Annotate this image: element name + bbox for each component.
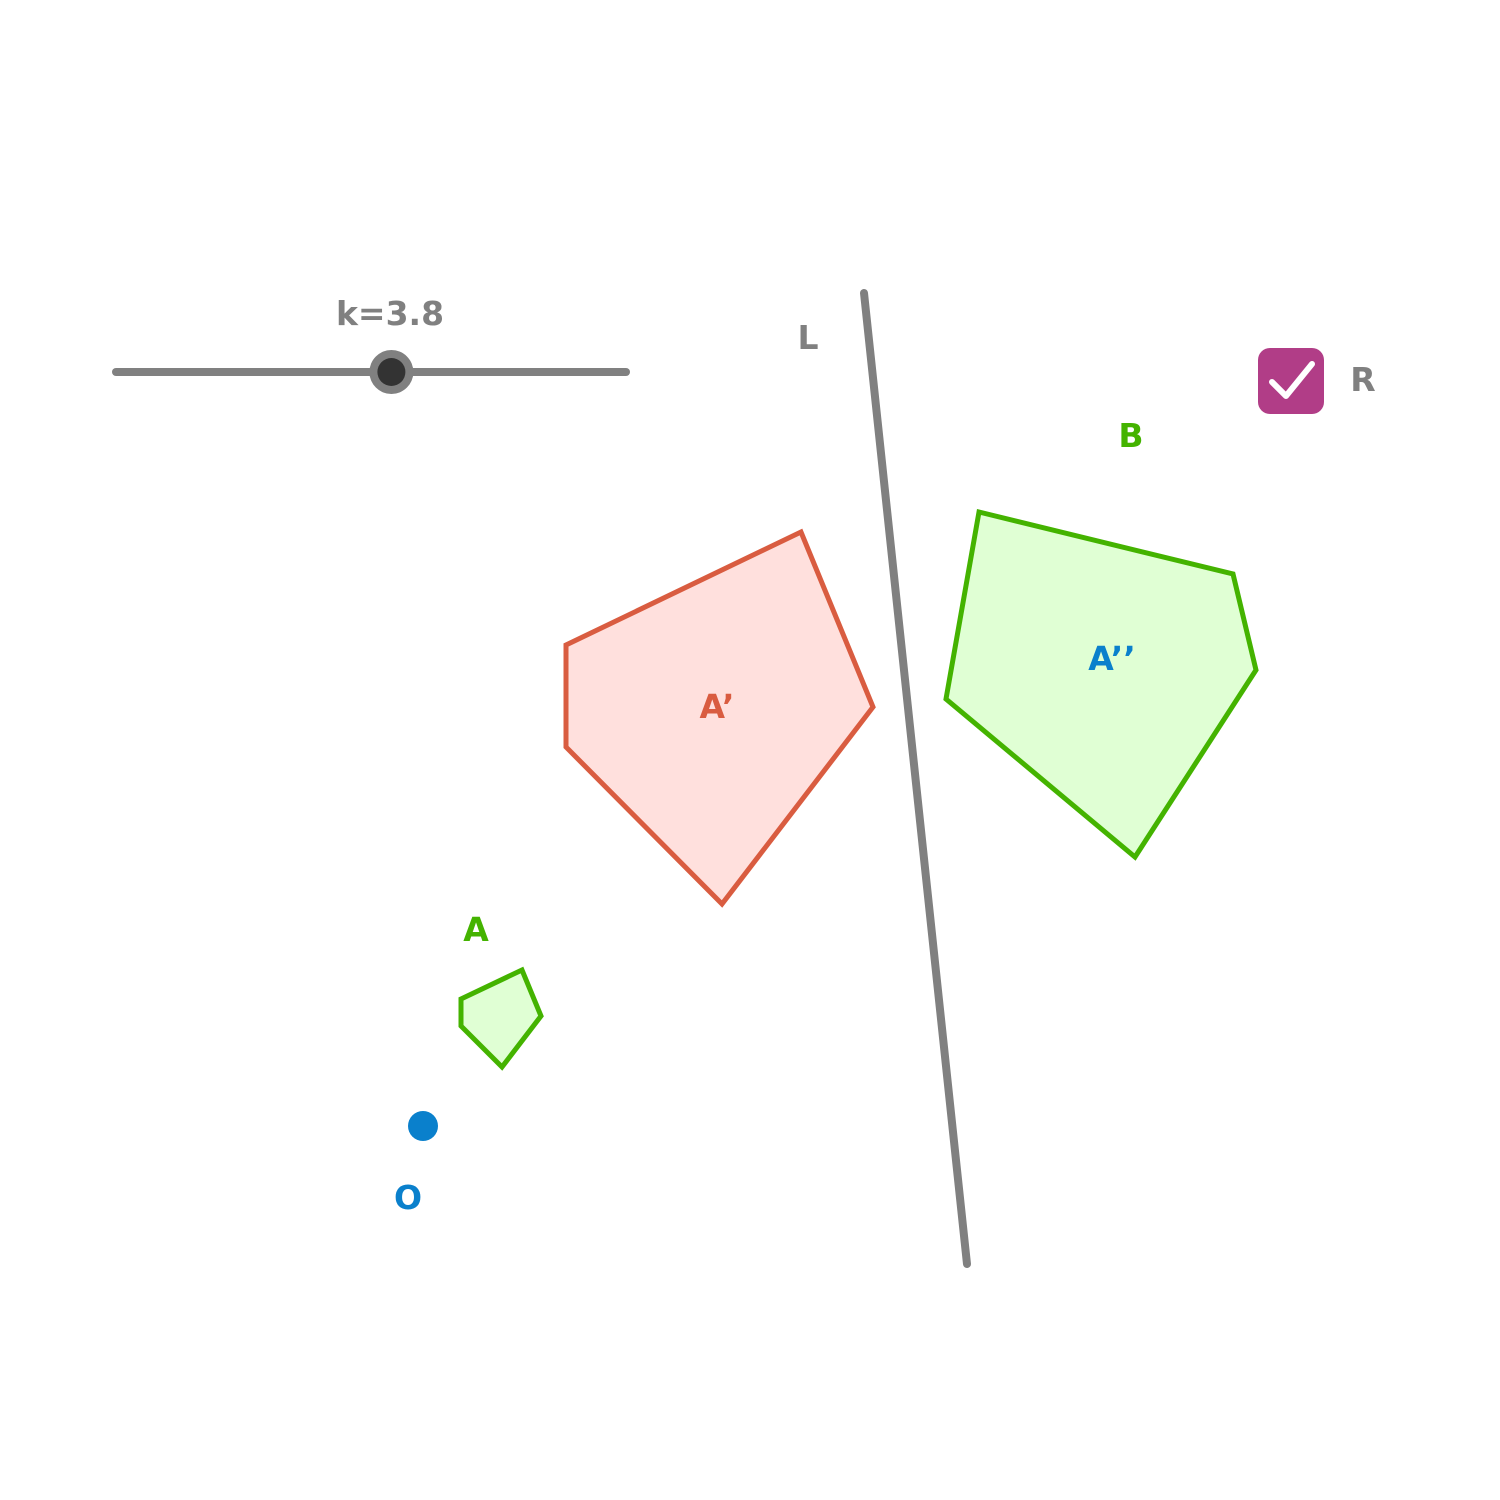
- k-slider[interactable]: k=3.8: [112, 294, 630, 394]
- line-l[interactable]: [860, 289, 971, 1268]
- polygon-a-prime-label: A’: [699, 687, 734, 726]
- line-l-label: L: [797, 318, 818, 357]
- slider-handle-center: [377, 358, 406, 386]
- slider-label: k=3.8: [336, 294, 444, 333]
- point-o[interactable]: [408, 1111, 438, 1141]
- point-o-label: O: [394, 1178, 422, 1217]
- polygon-a-double-prime[interactable]: A’’: [943, 508, 1259, 861]
- checkbox-r[interactable]: R: [1258, 348, 1376, 414]
- checkmark-icon: [1269, 361, 1315, 399]
- checkbox-label: R: [1350, 360, 1375, 399]
- reflection-line[interactable]: L: [797, 289, 971, 1268]
- polygon-a-prime[interactable]: A’: [563, 528, 876, 908]
- polygon-a-double-prime-label: A’’: [1088, 639, 1136, 678]
- checkbox-box[interactable]: [1258, 348, 1324, 414]
- polygon-a-prime-shape[interactable]: [563, 528, 876, 908]
- center-point-o[interactable]: O: [394, 1111, 438, 1217]
- polygon-a-double-prime-shape[interactable]: [943, 508, 1259, 861]
- polygon-a-shape[interactable]: [458, 966, 544, 1071]
- polygon-a-label: A: [463, 910, 489, 949]
- polygon-a[interactable]: A: [458, 910, 544, 1071]
- polygon-b-label: B: [1118, 416, 1143, 455]
